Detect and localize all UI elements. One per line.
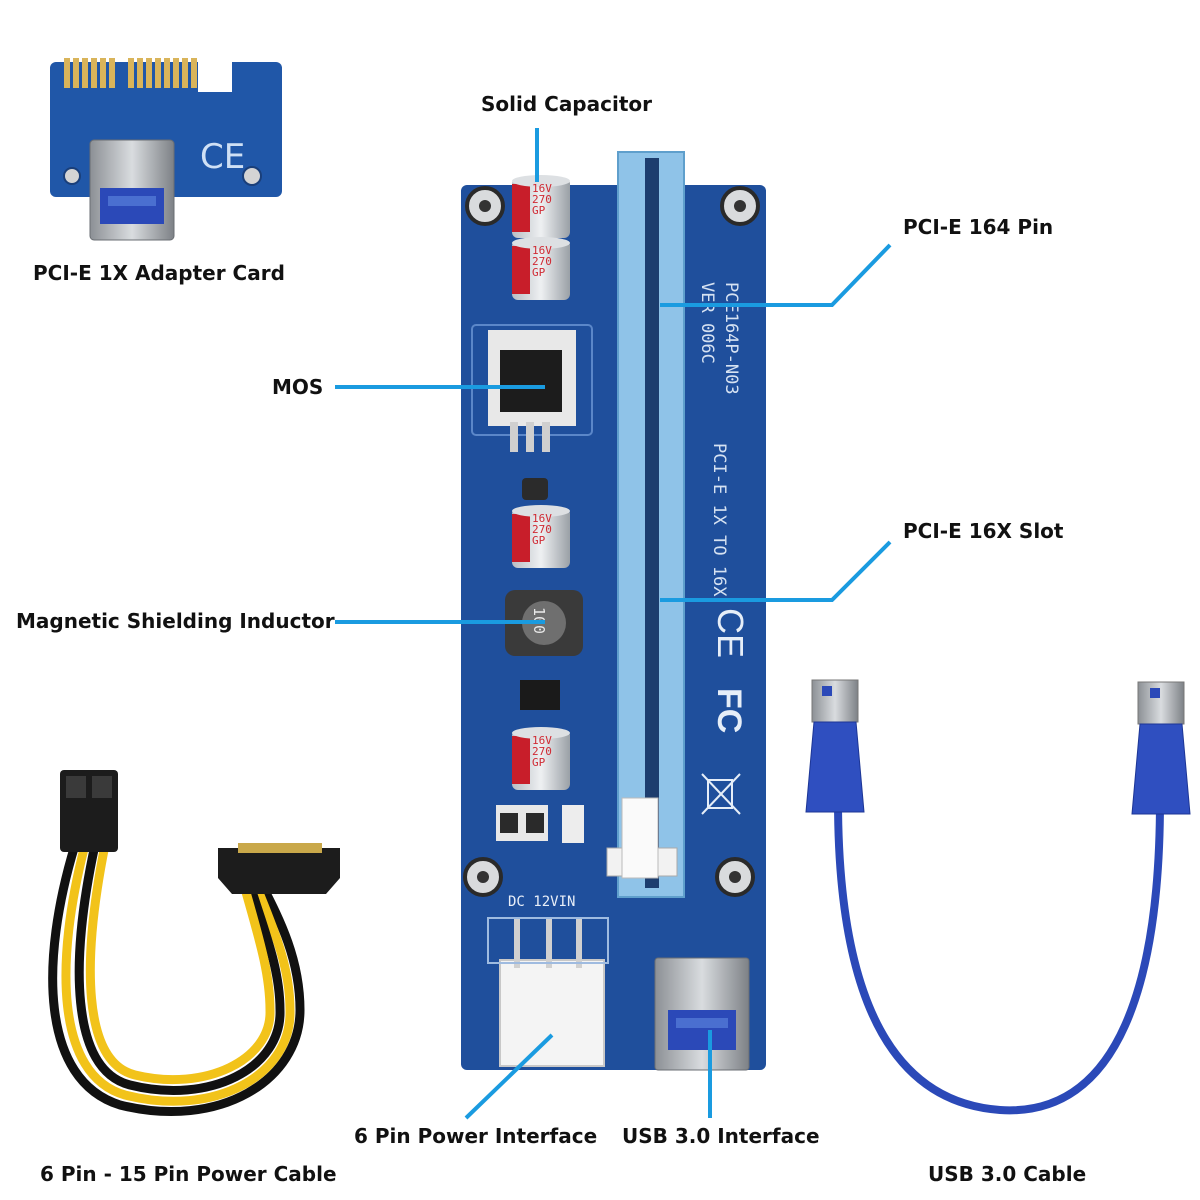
usb-cable	[805, 679, 1191, 1115]
label-adapter-card: PCI-E 1X Adapter Card	[33, 261, 285, 285]
label-solid-capacitor: Solid Capacitor	[481, 92, 652, 116]
adapter-card: CE	[50, 58, 282, 241]
capacitor-marking-0-2: GP	[532, 204, 546, 217]
label-inductor: Magnetic Shielding Inductor	[16, 609, 335, 633]
label-power-cable: 6 Pin - 15 Pin Power Cable	[40, 1162, 337, 1186]
board-version-text: VER 006C	[697, 282, 717, 364]
capacitor-marking-1-1: 270	[532, 255, 552, 268]
silkscreen: PCE164P-N03 VER 006C PCI-E 1X TO 16X DC …	[508, 282, 751, 910]
fc-mark: FC	[710, 688, 748, 733]
label-pcie-16x-slot: PCI-E 16X Slot	[903, 519, 1064, 543]
riser-board	[461, 151, 766, 1071]
capacitor-marking-1-0: 16V	[532, 244, 552, 257]
capacitor-marking-3-2: GP	[532, 756, 546, 769]
board-function-text: PCI-E 1X TO 16X	[709, 443, 729, 597]
board-model-text: PCE164P-N03	[721, 282, 741, 395]
power-in-text: DC 12VIN	[508, 894, 575, 910]
capacitor-marking-1-2: GP	[532, 266, 546, 279]
capacitor-marking-0-1: 270	[532, 193, 552, 206]
label-power-interface: 6 Pin Power Interface	[354, 1124, 598, 1148]
weee-icon	[701, 773, 741, 815]
svg-text:CE: CE	[200, 137, 245, 177]
capacitor-marking-2-0: 16V	[532, 512, 552, 525]
label-usb-cable: USB 3.0 Cable	[928, 1162, 1087, 1186]
power-cable	[48, 770, 340, 1117]
capacitor-marking-3-0: 16V	[532, 734, 552, 747]
label-pcie-164-pin: PCI-E 164 Pin	[903, 215, 1054, 239]
capacitor-marking-3-1: 270	[532, 745, 552, 758]
label-usb-interface: USB 3.0 Interface	[622, 1124, 820, 1148]
capacitor-marking-2-1: 270	[532, 523, 552, 536]
callout-lines	[335, 128, 892, 1120]
capacitor-marking-0-0: 16V	[532, 182, 552, 195]
ce-mark: CE	[710, 608, 751, 658]
capacitor-marking-2-2: GP	[532, 534, 546, 547]
label-mos: MOS	[272, 375, 324, 399]
